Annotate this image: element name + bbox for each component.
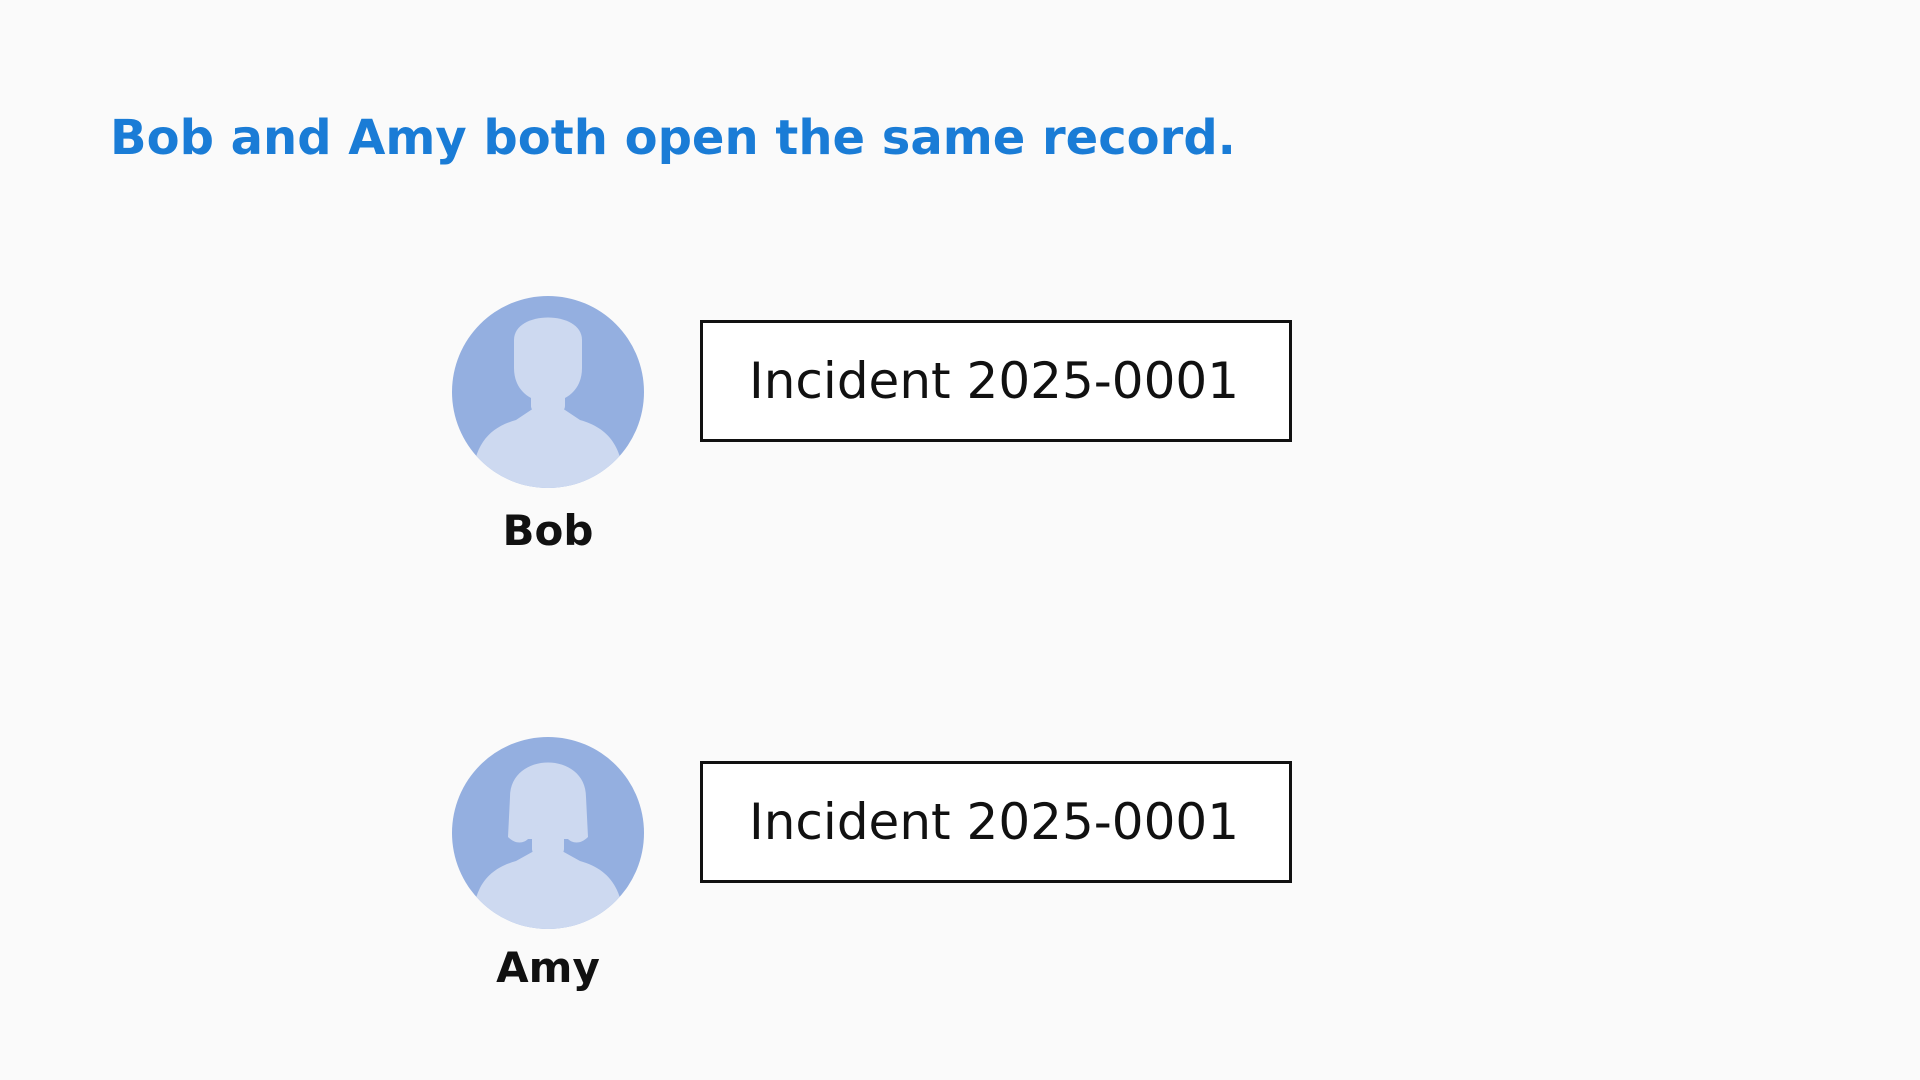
male-user-icon bbox=[452, 296, 644, 488]
record-box-bob[interactable]: Incident 2025-0001 bbox=[700, 320, 1292, 442]
user-bob: Bob bbox=[452, 296, 646, 555]
record-box-amy[interactable]: Incident 2025-0001 bbox=[700, 761, 1292, 883]
female-user-icon bbox=[452, 737, 644, 929]
page-title: Bob and Amy both open the same record. bbox=[110, 110, 1236, 166]
user-name-amy: Amy bbox=[496, 943, 600, 992]
user-amy: Amy bbox=[452, 737, 646, 992]
record-label: Incident 2025-0001 bbox=[749, 352, 1240, 410]
user-name-bob: Bob bbox=[502, 506, 594, 555]
record-label: Incident 2025-0001 bbox=[749, 793, 1240, 851]
